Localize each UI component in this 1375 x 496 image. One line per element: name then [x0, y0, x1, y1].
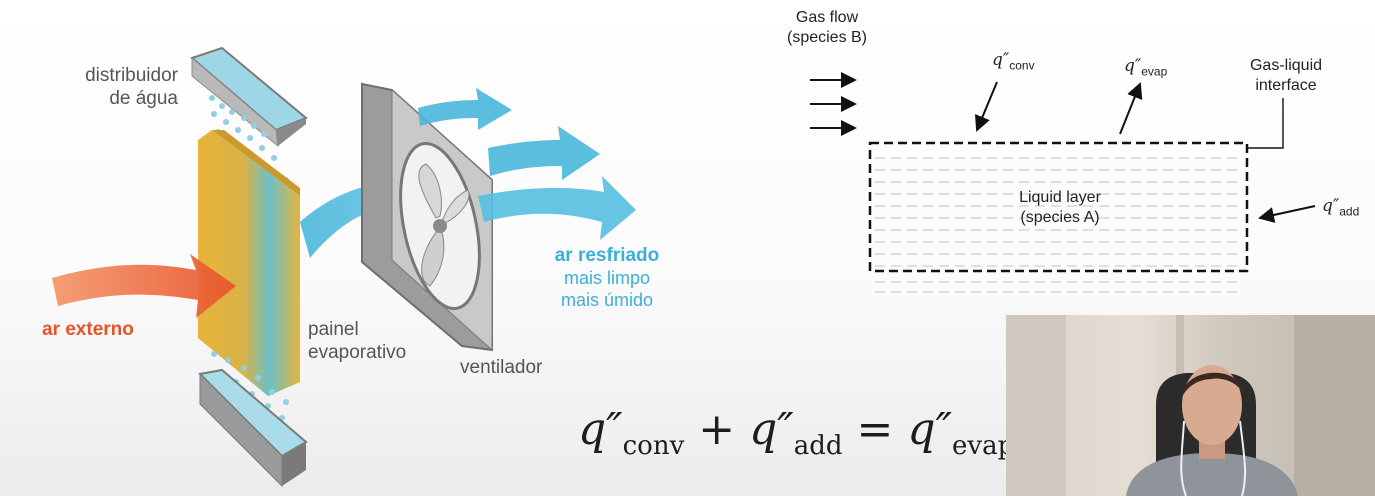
gas-flow-label: Gas flow (species B) [772, 8, 882, 48]
liquid-layer-diagram [810, 72, 1316, 293]
hot-air-arrow [52, 254, 236, 318]
interface-line2: interface [1255, 77, 1317, 94]
liquid-line1: Liquid layer [1019, 189, 1101, 206]
liquid-layer-hatch [875, 157, 1243, 293]
q-conv-symbol: q″ [992, 50, 1010, 70]
cooled-air-label: ar resfriado mais limpo mais úmido [542, 245, 672, 311]
water-distributor-label: distribuidor de água [66, 64, 178, 110]
presenter-video [1006, 315, 1375, 496]
q-evap-symbol: q″ [1124, 56, 1142, 76]
eq-plus: + [698, 404, 736, 455]
water-basin [197, 368, 308, 488]
liquid-layer-label: Liquid layer (species A) [990, 188, 1130, 228]
q-add-subscript: add [1339, 204, 1360, 219]
q-conv-arrow [975, 81, 998, 132]
interface-leader [1247, 98, 1284, 149]
pad-line2: evaporativo [308, 342, 407, 363]
q-add-label: q″add [1322, 196, 1359, 221]
interface-line1: Gas-liquid [1249, 57, 1323, 74]
distributor-line2: de água [109, 88, 178, 109]
q-add-arrow [1258, 205, 1316, 223]
interface-label: Gas-liquid interface [1226, 56, 1346, 96]
eq-sub3: evap [952, 430, 1015, 461]
webcam-overlay [1006, 315, 1375, 496]
eq-sub2: add [793, 430, 843, 461]
outside-air-label: ar externo [42, 319, 134, 340]
q-evap-arrow [1119, 82, 1143, 135]
q-conv-label: q″conv [992, 50, 1035, 75]
q-add-symbol: q″ [1322, 196, 1340, 216]
liquid-line2: (species A) [1020, 209, 1100, 226]
cool-air-outflow [418, 88, 636, 240]
eq-term1: q″ [578, 404, 623, 455]
pad-line1: painel [308, 319, 359, 340]
cleaner-air-text: mais limpo [563, 268, 651, 288]
cooled-air-title: ar resfriado [554, 245, 660, 266]
evaporative-pad [198, 130, 300, 396]
gas-flow-arrows [810, 72, 857, 136]
energy-balance-equation: q″conv + q″add = q″evap [578, 404, 1014, 461]
gas-flow-line2: (species B) [786, 29, 868, 46]
control-volume [868, 141, 1249, 273]
gas-flow-line1: Gas flow [795, 9, 859, 26]
fan-label: ventilador [460, 357, 543, 378]
eq-term2: q″ [749, 404, 794, 455]
eq-term3: q″ [907, 404, 953, 455]
q-evap-label: q″evap [1124, 56, 1167, 81]
q-conv-subscript: conv [1009, 58, 1035, 73]
evaporative-pad-label: painel evaporativo [308, 318, 406, 364]
distributor-line1: distribuidor [85, 65, 178, 86]
water-distributor [190, 46, 308, 148]
fan [361, 82, 493, 352]
eq-sub1: conv [622, 430, 685, 461]
evaporative-cooler-illustration [52, 46, 636, 488]
more-humid-text: mais úmido [560, 290, 654, 310]
q-evap-subscript: evap [1141, 64, 1168, 79]
eq-equals: = [856, 404, 894, 455]
